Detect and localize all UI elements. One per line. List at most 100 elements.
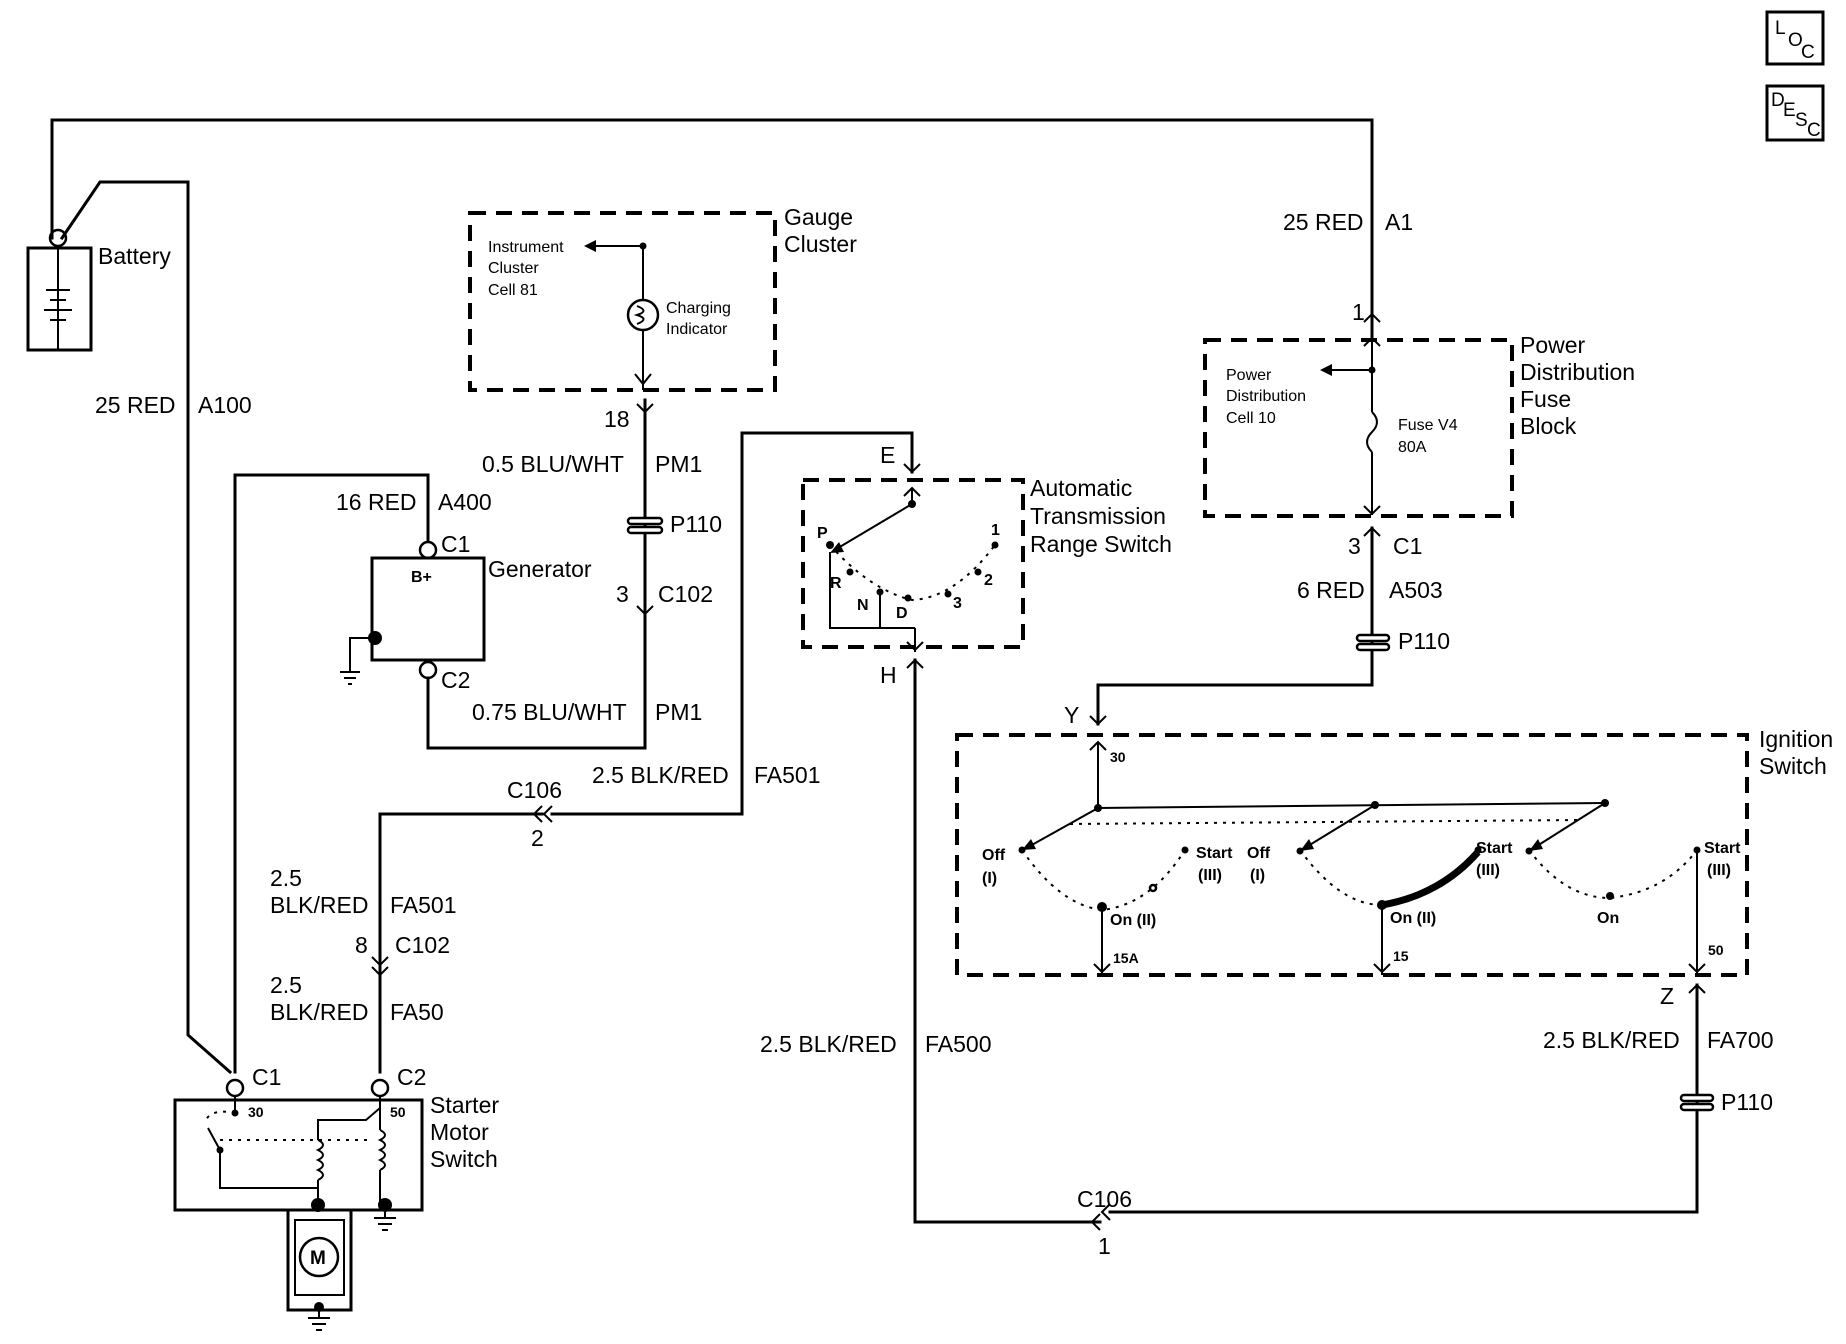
p110-pdfb-label: P110 <box>1398 628 1450 654</box>
starter-title-2: Motor <box>430 1119 489 1145</box>
fa50-wire-color-a: 2.5 <box>270 972 302 998</box>
fa700-wire-color: 2.5 BLK/RED <box>1543 1027 1680 1053</box>
fa50-wire-color-b: BLK/RED <box>270 999 368 1025</box>
ign-t15a: 15A <box>1113 950 1139 966</box>
pm1-upper-circuit: PM1 <box>655 451 702 477</box>
fa501-lower-circuit: FA501 <box>390 892 457 918</box>
loc-l: L <box>1775 18 1786 39</box>
splice-p110-start: P110 <box>1679 1089 1773 1115</box>
p110-gauge-label: P110 <box>670 511 722 537</box>
a400-wire-color: 16 RED <box>336 489 417 515</box>
trs-pos-2: 2 <box>984 572 993 589</box>
desc-c: C <box>1807 120 1821 141</box>
ign-t15: 15 <box>1393 948 1409 964</box>
c106-bottom-pin: 1 <box>1098 1233 1111 1259</box>
pm1-upper-wire-color: 0.5 BLU/WHT <box>482 451 624 477</box>
motor-label: M <box>310 1248 326 1269</box>
pdfb-cell-2: Distribution <box>1226 388 1306 405</box>
pm1-lower-circuit: PM1 <box>655 699 702 725</box>
trs-pos-n: N <box>857 597 869 614</box>
ign-start-sub-3: (III) <box>1707 862 1731 879</box>
desc-d: D <box>1771 90 1785 111</box>
ign-on2-1: On (II) <box>1110 912 1156 929</box>
battery-label: Battery <box>98 243 171 269</box>
trs-title-2: Transmission <box>1030 503 1166 529</box>
c102-label-starter: C102 <box>395 932 450 958</box>
gauge-cell-3: Cell 81 <box>488 282 538 299</box>
ign-start-sub-2: (III) <box>1476 862 1500 879</box>
fuse-label-2: 80A <box>1398 439 1427 456</box>
wire-a400 <box>233 473 430 1074</box>
generator: C1 B+ Generator C2 <box>340 531 592 693</box>
trs-pos-p: P <box>817 525 828 542</box>
ign-start-3: Start <box>1704 840 1741 857</box>
trans-range-switch: Automatic Transmission Range Switch P R … <box>801 475 1172 652</box>
wire-a100 <box>59 180 233 1075</box>
pdfb-title-3: Fuse <box>1520 386 1571 412</box>
fa501-lower-wire-color-a: 2.5 <box>270 865 302 891</box>
desc-button[interactable]: D E S C <box>1765 84 1825 142</box>
gen-c1: C1 <box>441 531 470 557</box>
loc-c: C <box>1801 42 1815 63</box>
fa50-circuit: FA50 <box>390 999 444 1025</box>
ign-off-2: Off <box>1247 845 1271 862</box>
fa700-circuit: FA700 <box>1707 1027 1774 1053</box>
fuse-icon <box>1366 411 1378 453</box>
ign-off-sub-1: (I) <box>982 870 997 887</box>
starter-t30: 30 <box>248 1104 264 1120</box>
starter-c1: C1 <box>252 1064 281 1090</box>
gauge-cluster: Gauge Cluster Instrument Cluster Cell 81… <box>468 204 857 392</box>
a100-wire-color: 25 RED <box>95 392 176 418</box>
a503-circuit: A503 <box>1389 577 1443 603</box>
ign-on2-2: On (II) <box>1390 910 1436 927</box>
a503-wire-color: 6 RED <box>1297 577 1365 603</box>
c106-top-pin: 2 <box>531 825 544 851</box>
gauge-cell-1: Instrument <box>488 239 564 256</box>
generator-label: Generator <box>488 556 592 582</box>
fa501-upper-circuit: FA501 <box>754 762 821 788</box>
ign-start-1: Start <box>1196 845 1233 862</box>
a100-circuit: A100 <box>198 392 252 418</box>
ign-start-sub-1: (III) <box>1198 867 1222 884</box>
trs-pos-r: R <box>830 575 842 592</box>
wire-fa501-upper <box>550 431 914 816</box>
trs-pin-e: E <box>880 442 895 468</box>
trs-title-3: Range Switch <box>1030 531 1172 557</box>
gauge-pin-18: 18 <box>604 406 630 432</box>
wire-pm1-lower <box>426 613 647 750</box>
ign-start-2: Start <box>1476 840 1513 857</box>
pdfb-title-1: Power <box>1520 332 1586 358</box>
ign-title-1: Ignition <box>1759 726 1833 752</box>
ign-t30: 30 <box>1110 749 1126 765</box>
power-distribution-fuse-block: Power Distribution Fuse Block Power Dist… <box>1203 332 1635 518</box>
fuse-label-1: Fuse V4 <box>1398 417 1458 434</box>
ign-t50: 50 <box>1708 942 1724 958</box>
c102-label-gauge: C102 <box>658 581 713 607</box>
starter-title-3: Switch <box>430 1146 498 1172</box>
ign-off-sub-2: (I) <box>1250 867 1265 884</box>
starter-c2: C2 <box>397 1064 426 1090</box>
gauge-cluster-title-1: Gauge <box>784 204 853 230</box>
a400-circuit: A400 <box>438 489 492 515</box>
trs-pos-3: 3 <box>953 595 962 612</box>
starter-motor-switch: C1 C2 Starter Motor Switch 30 50 M <box>173 1064 499 1331</box>
wire-battery-to-pdfb <box>50 118 1374 340</box>
pdfb-title-2: Distribution <box>1520 359 1635 385</box>
a1-circuit: A1 <box>1385 209 1413 235</box>
pdfb-title-4: Block <box>1520 413 1577 439</box>
loc-o: O <box>1788 30 1803 51</box>
wire-fa500 <box>913 658 1102 1224</box>
gauge-cell-2: Cluster <box>488 260 539 277</box>
wire-a503 <box>1096 526 1374 726</box>
c106-top-label: C106 <box>507 777 562 803</box>
ign-pin-z: Z <box>1660 983 1674 1009</box>
c102-pin-3: 3 <box>616 581 629 607</box>
pdfb-cell-1: Power <box>1226 367 1272 384</box>
trs-pos-d: D <box>896 605 908 622</box>
trs-pin-h: H <box>880 662 897 688</box>
splice-p110-pdfb: P110 <box>1355 628 1450 654</box>
splice-p110-gauge: P110 <box>626 511 722 537</box>
loc-button[interactable]: L O C <box>1765 10 1825 66</box>
starter-t50: 50 <box>390 1104 406 1120</box>
ign-on: On <box>1597 910 1619 927</box>
